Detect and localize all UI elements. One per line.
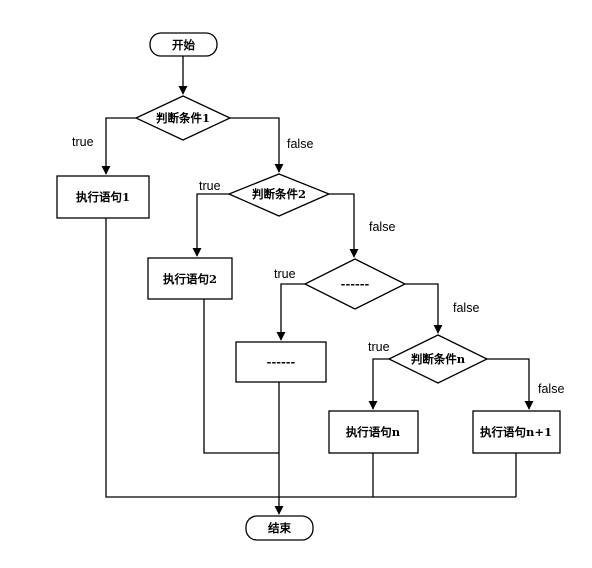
- edge-stmt2-to-merge: [203, 299, 279, 454]
- end-terminal: [245, 515, 314, 541]
- condition-n-label: 判断条件n: [411, 352, 466, 366]
- condition-more-diamond: [303, 258, 407, 310]
- edge-cond1-true: [101, 117, 136, 175]
- condition-1-label: 判断条件1: [156, 111, 210, 125]
- edge-condn-true: [368, 358, 389, 410]
- statement-n-label: 执行语句n: [346, 425, 401, 439]
- condition-2-diamond: [227, 173, 331, 217]
- cond2-false-label: false: [369, 220, 395, 234]
- edge-stmt1-to-merge: [105, 218, 516, 498]
- condition-1-diamond: [134, 95, 232, 141]
- edge-cond-more-true: [276, 283, 305, 341]
- edge-cond-more-false: [405, 283, 443, 334]
- cond1-true-label: true: [72, 135, 94, 149]
- statement-more-box: [235, 341, 327, 383]
- statement-n-plus-1-box: [472, 410, 561, 454]
- statement-1-label: 执行语句1: [76, 190, 130, 204]
- start-label: 开始: [172, 38, 195, 52]
- statement-n-plus-1-label: 执行语句n+1: [480, 425, 552, 439]
- statement-n-box: [328, 410, 419, 454]
- condn-false-label: false: [538, 382, 564, 396]
- statement-more-label: ------: [267, 355, 296, 369]
- end-label: 结束: [267, 521, 291, 535]
- cond1-false-label: false: [287, 137, 313, 151]
- edge-cond1-false: [230, 117, 284, 173]
- edge-cond2-true: [192, 193, 229, 257]
- cond2-true-label: true: [199, 179, 221, 193]
- statement-2-box: [147, 257, 233, 300]
- condition-2-label: 判断条件2: [252, 187, 306, 201]
- statement-2-label: 执行语句2: [163, 272, 217, 286]
- condition-n-diamond: [387, 334, 489, 384]
- cond-more-false-label: false: [453, 301, 479, 315]
- edge-condn-false: [487, 358, 534, 410]
- condn-true-label: true: [368, 340, 390, 354]
- statement-1-box: [56, 175, 150, 219]
- edge-cond2-false: [329, 193, 359, 258]
- condition-more-label: ------: [341, 277, 370, 291]
- cond-more-true-label: true: [274, 267, 296, 281]
- start-terminal: [149, 32, 218, 57]
